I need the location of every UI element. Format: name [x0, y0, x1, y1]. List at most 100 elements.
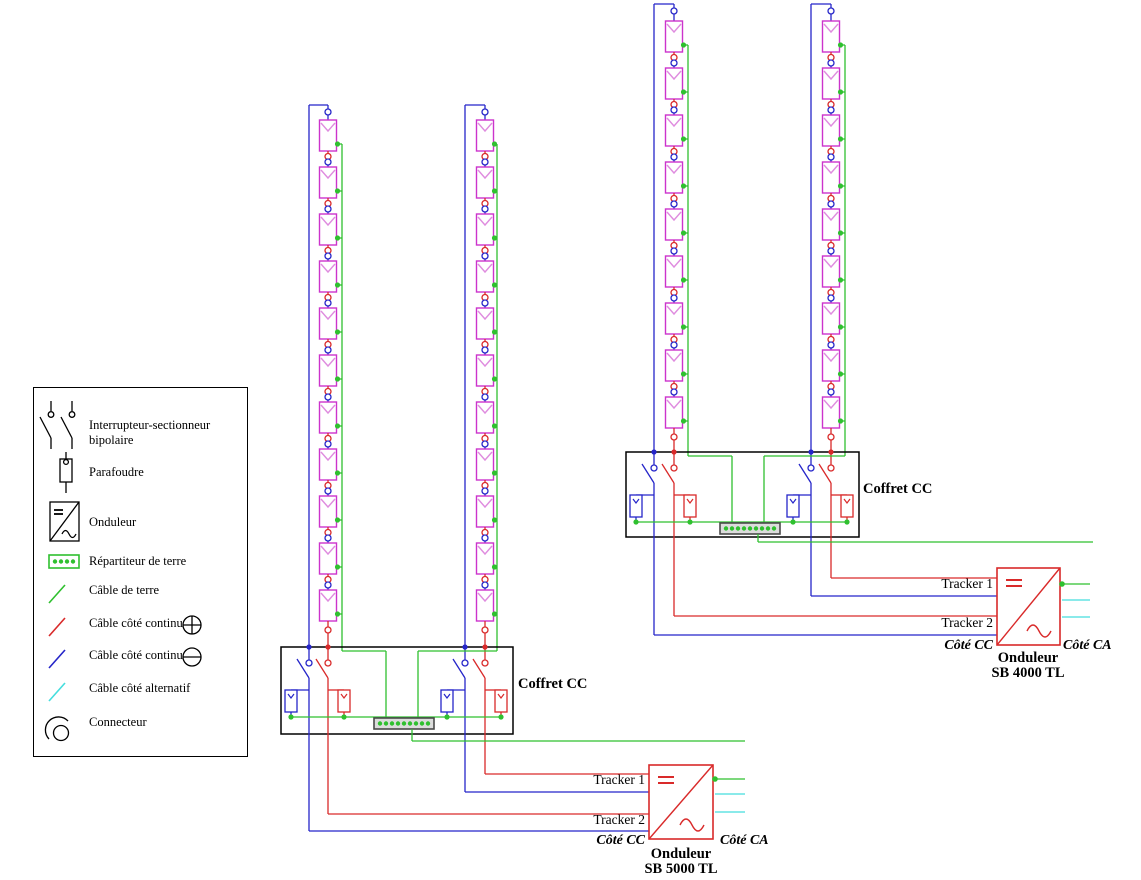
- tracker1-label-sb4000: Tracker 1: [941, 576, 993, 591]
- junction-dot: [680, 418, 687, 424]
- junction-dot: [680, 183, 687, 189]
- connector: [670, 341, 678, 349]
- pv-module-chevron: [320, 451, 336, 462]
- connector: [481, 440, 489, 448]
- connector: [324, 158, 332, 166]
- connector: [827, 7, 835, 15]
- junction-dot: [729, 526, 735, 531]
- junction-dot: [747, 526, 753, 531]
- connector: [670, 388, 678, 396]
- pv-module-chevron: [823, 258, 839, 269]
- pv-module-chevron: [477, 310, 493, 321]
- junction-dot: [491, 470, 498, 476]
- connector: [481, 205, 489, 213]
- pv-module-chevron: [320, 545, 336, 556]
- tracker2-label-sb4000: Tracker 2: [941, 615, 993, 630]
- pv-module-chevron: [320, 122, 336, 133]
- junction-dot: [741, 526, 747, 531]
- pv-module-chevron: [666, 211, 682, 222]
- junction-dot: [765, 526, 771, 531]
- legend-box: Interrupteur-sectionneur bipolaire Paraf…: [33, 387, 248, 757]
- surge-arrester: [440, 689, 454, 713]
- pv-module-chevron: [666, 23, 682, 34]
- junction-dot: [377, 721, 383, 726]
- legend-item-cable-ac: Câble côté alternatif: [89, 681, 191, 695]
- pv-module-chevron: [666, 164, 682, 175]
- connector: [324, 487, 332, 495]
- surge-arrester-mark: [789, 498, 797, 504]
- cote-ca-label-sb4000: Côté CA: [1063, 638, 1112, 653]
- pv-module-chevron: [320, 169, 336, 180]
- junction-dot: [334, 141, 341, 147]
- ac-cable-icon: [48, 682, 66, 702]
- surge-arrester: [683, 494, 697, 518]
- junction-dot: [680, 277, 687, 283]
- pv-module-chevron: [823, 164, 839, 175]
- junction-dot: [491, 329, 498, 335]
- junction-dot: [680, 230, 687, 236]
- connector: [461, 659, 469, 667]
- pv-module-chevron: [320, 310, 336, 321]
- junction-dot: [334, 564, 341, 570]
- connector: [324, 659, 332, 667]
- connector: [827, 59, 835, 67]
- connector: [481, 659, 489, 667]
- junction-dot: [491, 235, 498, 241]
- junction-dot: [491, 517, 498, 523]
- connector: [481, 534, 489, 542]
- connector: [324, 534, 332, 542]
- junction-dot: [334, 329, 341, 335]
- pv-module-chevron: [477, 451, 493, 462]
- pv-module-chevron: [823, 399, 839, 410]
- pv-module-chevron: [320, 592, 336, 603]
- junction-dot: [735, 526, 741, 531]
- pv-module-chevron: [823, 211, 839, 222]
- legend-item-cable-dc-plus: Câble côté continu: [89, 616, 183, 630]
- connector: [827, 341, 835, 349]
- connector: [670, 433, 678, 441]
- pv-module-chevron: [666, 352, 682, 363]
- junction-dot: [334, 376, 341, 382]
- surge-arrester-mark: [340, 693, 348, 699]
- junction-dot: [389, 721, 395, 726]
- junction-dot: [401, 721, 407, 726]
- connector: [324, 393, 332, 401]
- pv-module-chevron: [666, 258, 682, 269]
- connector: [670, 106, 678, 114]
- junction-dot: [383, 721, 389, 726]
- connector: [324, 440, 332, 448]
- inverter-model-sb4000: SB 4000 TL: [991, 665, 1065, 681]
- pv-module-chevron: [477, 404, 493, 415]
- inverter-icon: [49, 501, 80, 542]
- pv-module-chevron: [666, 305, 682, 316]
- junction-dot: [491, 376, 498, 382]
- legend-item-cable-dc-minus: Câble côté continu: [89, 648, 183, 662]
- connector: [670, 7, 678, 15]
- connector: [827, 200, 835, 208]
- coffret-box: [280, 646, 514, 735]
- connector: [670, 247, 678, 255]
- junction-dot: [837, 418, 844, 424]
- surge-arrester: [840, 494, 854, 518]
- junction-dot: [723, 526, 729, 531]
- pv-module-chevron: [666, 70, 682, 81]
- connector: [670, 59, 678, 67]
- surge-arrester: [629, 494, 643, 518]
- junction-dot: [334, 282, 341, 288]
- legend-item-cable-terre: Câble de terre: [89, 583, 160, 597]
- connector: [670, 200, 678, 208]
- surge-arrester-mark: [443, 693, 451, 699]
- connector: [481, 108, 489, 116]
- connector: [481, 346, 489, 354]
- surge-arrester-mark: [843, 498, 851, 504]
- junction-dot: [334, 235, 341, 241]
- connector: [481, 581, 489, 589]
- junction-dot: [837, 42, 844, 48]
- surge-arrester: [786, 494, 800, 518]
- junction-dot: [712, 776, 718, 782]
- junction-dot: [334, 517, 341, 523]
- connector: [827, 388, 835, 396]
- pv-module-chevron: [320, 263, 336, 274]
